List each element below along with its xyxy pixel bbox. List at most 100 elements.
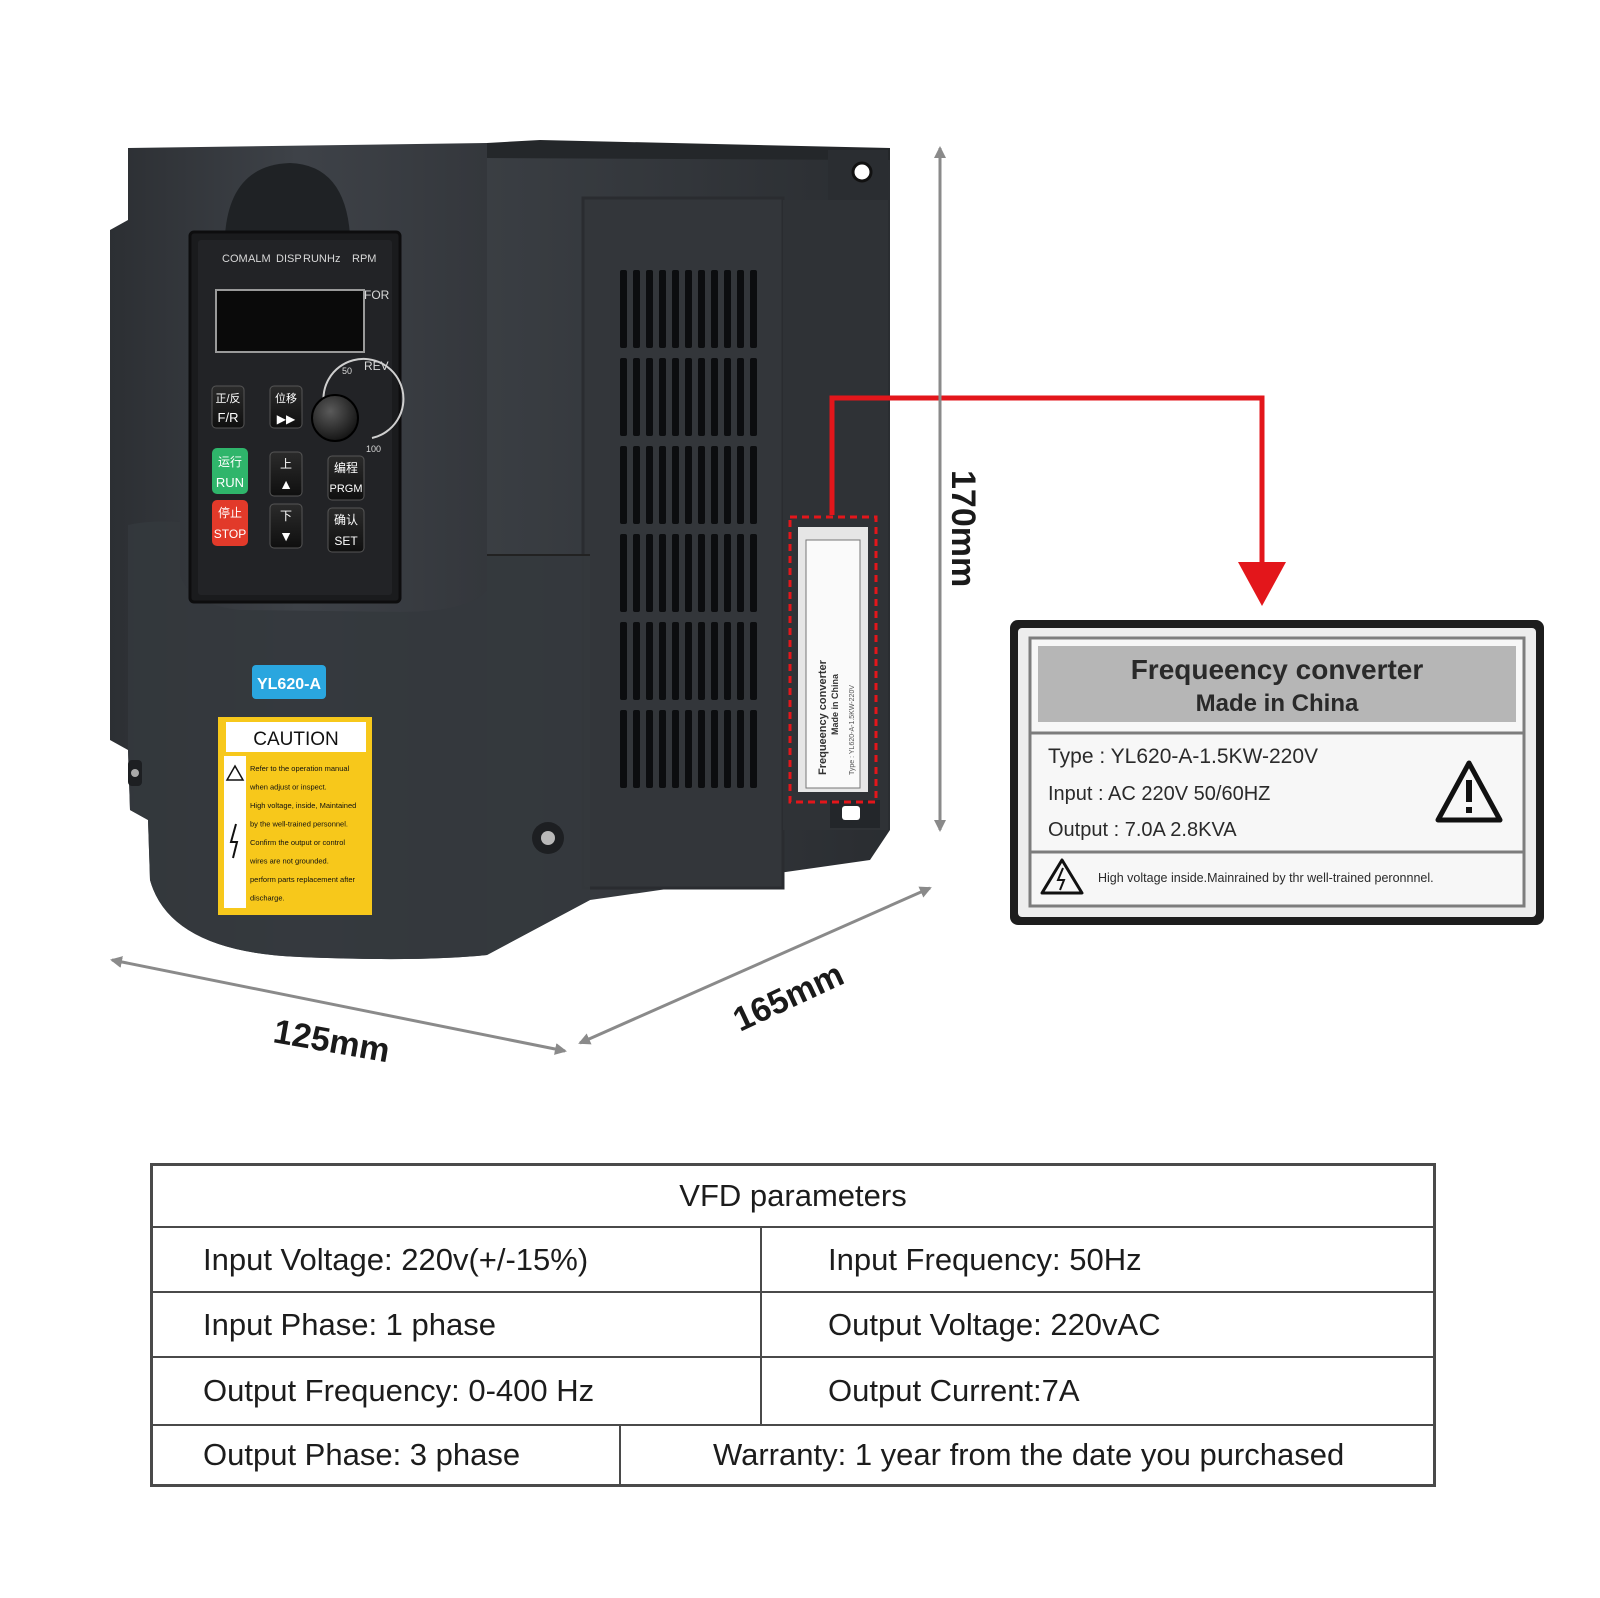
shift-key[interactable]: 位移 ▶▶: [269, 385, 303, 429]
vent-slot: [698, 270, 705, 348]
thumb-recess: [225, 163, 350, 235]
caution-triangle-icon: [1435, 760, 1503, 823]
table-cell: Output Current:7A: [828, 1373, 1080, 1408]
caution-warning-icon: [225, 764, 245, 781]
stop-key-top: 停止: [218, 505, 242, 520]
set-key-bottom: SET: [334, 534, 358, 548]
vent-slot: [698, 534, 705, 612]
indicator-label: RPM: [352, 253, 376, 265]
nameplate-output: Output : 7.0A 2.8KVA: [1048, 819, 1237, 841]
caution-line: discharge.: [250, 894, 285, 903]
vent-slot: [659, 270, 666, 348]
vent-slot: [633, 710, 640, 788]
up-key[interactable]: 上 ▲: [269, 451, 303, 497]
set-key[interactable]: 确认 SET: [327, 507, 365, 553]
vent-slot: [685, 270, 692, 348]
depth-label: 165mm: [727, 955, 849, 1039]
table-cell: Input Frequency: 50Hz: [828, 1241, 1142, 1277]
table-title-row: VFD parameters: [153, 1166, 1433, 1226]
vent-slot: [698, 622, 705, 700]
vent-slot: [750, 446, 757, 524]
vent-slot: [633, 270, 640, 348]
speed-knob[interactable]: 50 100: [311, 357, 405, 454]
vent-slot: [633, 446, 640, 524]
caution-line: High voltage, inside, Maintained: [250, 801, 356, 810]
indicator-label: COM: [222, 253, 248, 265]
vent-slot: [620, 446, 627, 524]
vent-slot: [620, 622, 627, 700]
vent-slot: [750, 622, 757, 700]
vent-slot: [737, 622, 744, 700]
vent-slot: [646, 622, 653, 700]
vent-slot: [711, 622, 718, 700]
column-divider: [760, 1293, 762, 1356]
indicator-label: RUN: [303, 253, 327, 265]
run-key[interactable]: 运行 RUN: [212, 448, 248, 494]
led-display: [215, 289, 365, 353]
caution-sticker: CAUTION Refer to the operation manualwhe…: [218, 717, 372, 915]
vent-slot: [659, 710, 666, 788]
prgm-key[interactable]: 编程 PRGM: [327, 455, 365, 501]
device-top-edge: [487, 140, 890, 160]
high-voltage-warning-icon: [1040, 858, 1084, 895]
caution-title: CAUTION: [253, 729, 339, 750]
table-title: VFD parameters: [679, 1178, 907, 1213]
caution-lightning-icon: [229, 823, 239, 859]
vent-slot: [750, 270, 757, 348]
vent-slot: [724, 358, 731, 436]
column-divider: [619, 1426, 621, 1484]
stop-key[interactable]: 停止 STOP: [212, 500, 248, 546]
vent-slot: [633, 534, 640, 612]
nameplate-warning: High voltage inside.Mainrained by thr we…: [1098, 871, 1434, 885]
vent-slot: [737, 710, 744, 788]
side-screw: [128, 760, 142, 786]
vent-slot: [698, 358, 705, 436]
model-badge: YL620-A: [252, 665, 326, 699]
table-cell: Input Phase: 1 phase: [203, 1306, 497, 1342]
vent-slot: [711, 446, 718, 524]
dimension-width: 125mm: [110, 956, 567, 1070]
caution-line: by the well-trained personnel.: [250, 820, 348, 829]
run-key-top: 运行: [218, 455, 242, 469]
vent-slot: [685, 534, 692, 612]
table-cell: Output Voltage: 220vAC: [828, 1306, 1161, 1342]
up-key-symbol: ▲: [279, 476, 293, 492]
vent-slot: [620, 534, 627, 612]
column-divider: [760, 1228, 762, 1291]
height-label: 170mm: [944, 470, 982, 587]
down-key[interactable]: 下 ▼: [269, 503, 303, 549]
caution-line: perform parts replacement after: [250, 875, 356, 884]
fr-key-top: 正/反: [215, 392, 240, 405]
width-label: 125mm: [271, 1012, 393, 1070]
indicator-label: Hz: [327, 253, 340, 265]
vent-slot: [711, 358, 718, 436]
nameplate-title: Frequeency converter: [1131, 654, 1424, 685]
vent-slot: [711, 270, 718, 348]
vent-slot: [659, 534, 666, 612]
front-screw: [532, 822, 564, 854]
vent-slot: [750, 358, 757, 436]
indicator-label: ALM: [248, 253, 271, 265]
vent-slot: [724, 270, 731, 348]
vent-slot: [737, 534, 744, 612]
vent-slot: [724, 446, 731, 524]
shift-key-symbol: ▶▶: [277, 412, 296, 426]
vent-slot: [750, 534, 757, 612]
fr-key[interactable]: 正/反 F/R: [211, 385, 245, 429]
vent-slot: [646, 358, 653, 436]
vent-slot: [711, 710, 718, 788]
vent-slot: [620, 270, 627, 348]
vent-slot: [698, 710, 705, 788]
nameplate-type: Type : YL620-A-1.5KW-220V: [1048, 745, 1318, 768]
nameplate-enlarged: Frequeency converter Made in China Type …: [1010, 620, 1544, 925]
table-row: Input Phase: 1 phase Output Voltage: 220…: [153, 1291, 1433, 1356]
vent-slot: [646, 534, 653, 612]
table-row: Output Phase: 3 phase Warranty: 1 year f…: [153, 1424, 1433, 1484]
column-divider: [760, 1358, 762, 1424]
vent-slot: [685, 446, 692, 524]
vent-slot: [633, 358, 640, 436]
device-side-label: Frequeency converter Made in China Type …: [788, 515, 878, 804]
